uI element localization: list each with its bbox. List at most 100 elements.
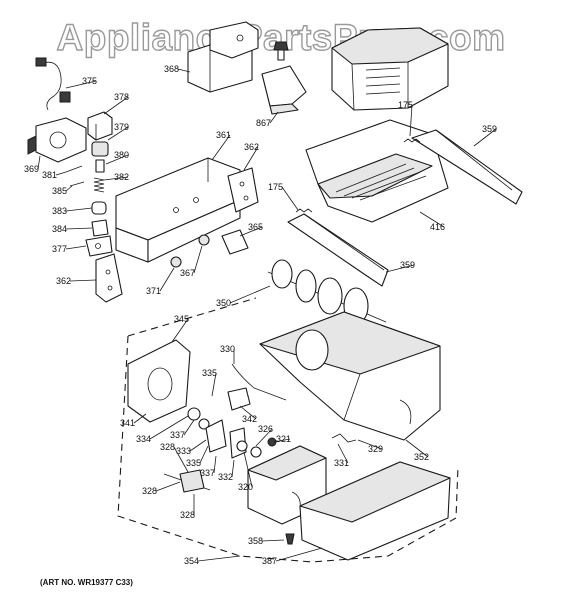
callout-number: 328: [160, 442, 175, 452]
part-motor-369: [27, 117, 87, 163]
callout-leader-line: [243, 146, 259, 171]
callout-number: 321: [276, 434, 291, 444]
part-plate-362-left: [95, 253, 123, 303]
callout-number: 358: [248, 536, 263, 546]
callout-leader-line: [107, 126, 129, 141]
callout-329: 329: [357, 439, 383, 454]
part-clip-365: [221, 229, 249, 255]
part-wiring-375: [35, 57, 71, 111]
callout-number: 330: [220, 344, 235, 354]
part-plate-362-right: [227, 167, 259, 213]
callout-leader-line: [231, 459, 235, 478]
callout-leader-line: [133, 413, 147, 424]
callout-321: 321: [273, 434, 291, 444]
callout-867: 867: [256, 111, 279, 128]
callout-leader-line: [69, 279, 97, 282]
callout-number: 175: [268, 182, 283, 192]
callout-number: 383: [52, 206, 67, 216]
callout-354: 354: [184, 555, 241, 566]
part-screw-358: [285, 533, 295, 545]
part-cap-379: [91, 141, 109, 157]
callout-number: 335: [186, 458, 201, 468]
callout-leader-line: [337, 443, 349, 464]
callout-number: 350: [216, 298, 231, 308]
callout-384: 384: [52, 224, 93, 234]
callout-leader-line: [385, 264, 415, 273]
callout-leader-line: [171, 318, 189, 343]
callout-337: 337: [170, 419, 195, 440]
callout-leader-line: [273, 438, 291, 443]
callout-leader-line: [65, 227, 93, 230]
part-spring-382: [93, 177, 105, 193]
assembly-boundary-line: [117, 297, 459, 563]
callout-387: 387: [262, 547, 323, 566]
callout-leader-line: [213, 455, 217, 474]
callout-359: 359: [473, 124, 497, 147]
callout-332: 332: [218, 459, 235, 482]
callout-number: 352: [414, 452, 429, 462]
callout-number: 377: [52, 244, 67, 254]
callout-number: 382: [114, 172, 129, 182]
callout-385: 385: [52, 185, 73, 196]
callout-334: 334: [136, 415, 189, 444]
callout-337: 337: [200, 455, 217, 478]
callout-number: 354: [184, 556, 199, 566]
callout-leader-line: [275, 547, 323, 562]
callout-number: 337: [170, 430, 185, 440]
callout-371: 371: [146, 267, 175, 296]
part-rail-359-left: [287, 213, 389, 287]
callout-leader-line: [473, 128, 497, 147]
callout-leader-line: [173, 446, 189, 473]
callout-331: 331: [334, 443, 349, 468]
part-bushing-383: [91, 201, 107, 215]
callout-number: 333: [176, 446, 191, 456]
callout-number: 329: [368, 444, 383, 454]
part-nut-320: [236, 440, 248, 452]
part-pins-381-385: [65, 165, 85, 187]
callout-leader-line: [37, 155, 41, 170]
callout-leader-line: [55, 171, 67, 176]
part-ring-326: [250, 446, 262, 458]
callout-number: 341: [120, 418, 135, 428]
callout-number: 867: [256, 118, 271, 128]
callout-361: 361: [211, 130, 231, 161]
callout-leader-line: [155, 481, 181, 492]
callout-number: 320: [238, 482, 253, 492]
part-blades-332-333: [205, 419, 247, 459]
callout-leader-line: [357, 439, 383, 450]
callout-175: 175: [268, 182, 299, 211]
callout-leader-line: [269, 111, 279, 124]
callout-358: 358: [248, 536, 285, 546]
callout-350: 350: [216, 285, 271, 308]
callout-341: 341: [120, 413, 147, 428]
callout-number: 345: [174, 314, 189, 324]
part-cover-387: [299, 461, 451, 561]
callout-leader-line: [255, 428, 273, 447]
callout-leader-line: [199, 445, 209, 464]
callout-175: 175: [398, 100, 413, 137]
callout-leader-line: [65, 80, 97, 89]
callout-number: 362: [244, 142, 259, 152]
callout-375: 375: [65, 76, 97, 89]
part-grommet-367: [198, 234, 210, 246]
part-icemaker-assembly: [331, 27, 449, 111]
callout-leader-line: [183, 419, 195, 436]
callout-leader-line: [409, 104, 413, 137]
callout-leader-line: [419, 211, 445, 228]
callout-leader-line: [243, 451, 253, 488]
part-spring-175-lower: [295, 208, 313, 213]
part-bracket-377: [85, 235, 113, 257]
callout-365: 365: [239, 222, 263, 237]
part-rail-359-right: [411, 129, 523, 205]
callout-number: 367: [180, 268, 195, 278]
callout-number: 369: [24, 164, 39, 174]
callout-number: 361: [216, 130, 231, 140]
callout-326: 326: [255, 424, 273, 447]
callout-leader-line: [177, 68, 191, 73]
callout-leader-line: [261, 539, 285, 542]
callout-352: 352: [405, 439, 429, 462]
callout-number: 384: [52, 224, 67, 234]
callout-leader-line: [105, 154, 129, 165]
